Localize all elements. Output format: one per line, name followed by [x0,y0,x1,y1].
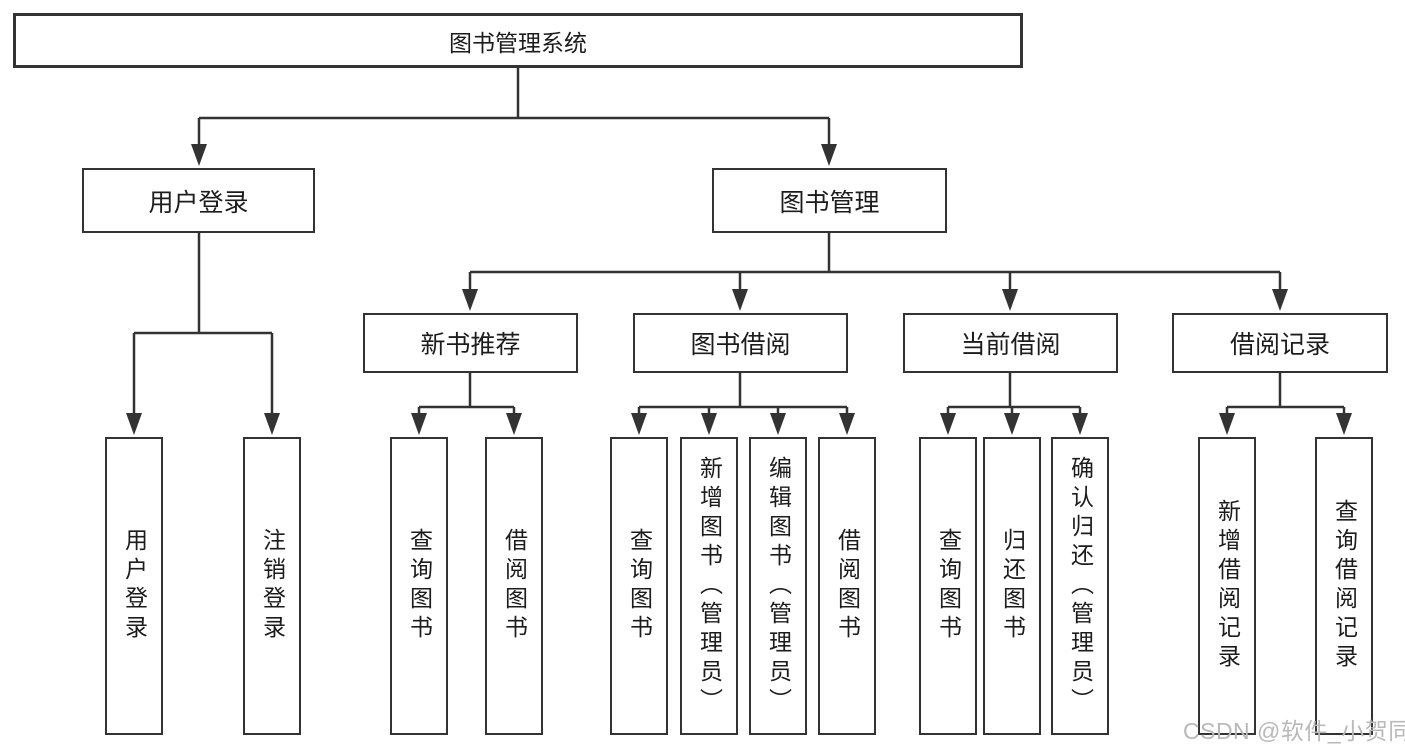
node-label: 新增借阅记录 [1214,499,1241,673]
node-label: 查询借阅记录 [1331,499,1358,673]
node-current-borrowing: 当前借阅 [903,313,1118,373]
leaf-return-book: 归还图书 [983,437,1041,735]
node-label: 图书借阅 [690,331,791,359]
leaf-user-login: 用户登录 [105,437,163,735]
node-label: 新书推荐 [420,331,521,359]
node-label: 用户登录 [121,528,148,644]
watermark: CSDN @软件_小贺同学 [1183,718,1405,744]
leaf-add-borrow-record: 新增借阅记录 [1198,437,1256,735]
node-label: 查询图书 [626,528,653,644]
node-book-management-system: 图书管理系统 [13,13,1023,68]
node-label: 查询图书 [406,528,433,644]
node-book-borrowing: 图书借阅 [633,313,848,373]
node-label: 编辑图书（管理员） [765,455,792,717]
leaf-query-books-current: 查询图书 [919,437,977,735]
node-label: 当前借阅 [960,331,1061,359]
node-user-login: 用户登录 [82,168,315,233]
arrowheads [126,144,1352,435]
leaf-edit-book-admin: 编辑图书（管理员） [749,437,807,735]
leaf-borrow-books-borrowing: 借阅图书 [818,437,876,735]
node-label: 注销登录 [259,528,286,644]
node-book-management: 图书管理 [712,168,947,233]
node-label: 新增图书（管理员） [696,455,723,717]
node-label: 查询图书 [935,528,962,644]
node-label: 确认归还（管理员） [1067,455,1094,717]
node-label: 归还图书 [999,528,1026,644]
leaf-query-books-borrowing: 查询图书 [610,437,668,735]
node-borrowing-records: 借阅记录 [1172,313,1388,373]
node-label: 图书管理 [779,188,880,217]
node-label: 借阅图书 [501,528,528,644]
leaf-logout: 注销登录 [243,437,301,735]
leaf-confirm-return-admin: 确认归还（管理员） [1051,437,1109,735]
leaf-borrow-books-recommend: 借阅图书 [485,437,543,735]
leaf-query-borrow-record: 查询借阅记录 [1315,437,1373,735]
node-label: 借阅图书 [834,528,861,644]
node-label: 图书管理系统 [449,29,587,56]
node-label: 用户登录 [148,188,249,217]
leaf-query-books-recommend: 查询图书 [390,437,448,735]
node-label: 借阅记录 [1229,331,1330,359]
leaf-add-book-admin: 新增图书（管理员） [680,437,738,735]
node-new-book-recommend: 新书推荐 [363,313,578,373]
